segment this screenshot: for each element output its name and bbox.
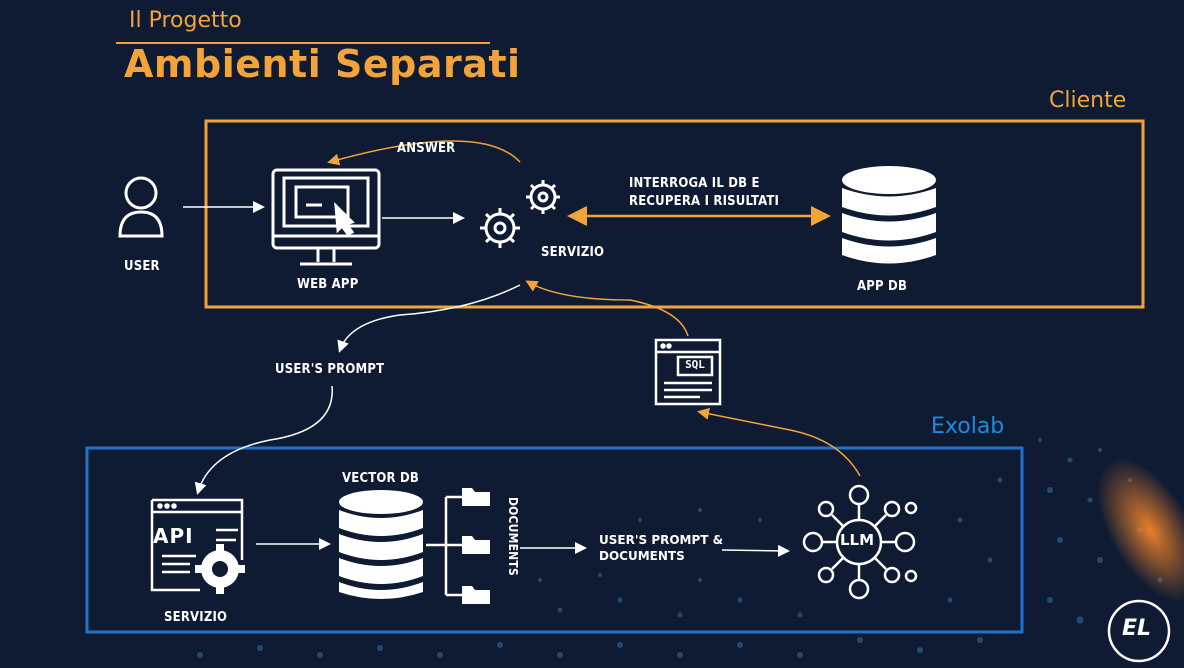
label-query-line2: RECUPERA I RISULTATI xyxy=(629,194,780,209)
region-box-exolab xyxy=(85,446,1024,634)
app-db-icon xyxy=(842,166,936,264)
arrow-to-users-prompt xyxy=(337,284,521,353)
label-servizio-top: SERVIZIO xyxy=(541,245,605,260)
title-divider xyxy=(116,42,490,44)
label-sql: SQL xyxy=(685,358,705,371)
label-users-prompt: USER'S PROMPT xyxy=(275,362,385,377)
llm-icon xyxy=(802,484,918,600)
folder-icons xyxy=(462,488,490,604)
label-user: USER xyxy=(124,259,160,274)
label-vector-db: VECTOR DB xyxy=(342,471,420,486)
region-box-cliente xyxy=(204,119,1145,309)
label-answer: ANSWER xyxy=(397,141,456,156)
page-title: Ambienti Separati xyxy=(124,42,521,86)
vector-db-icon xyxy=(339,490,423,599)
label-app-db: APP DB xyxy=(857,279,908,294)
sql-icon xyxy=(654,338,722,406)
user-icon xyxy=(118,176,164,238)
logo: EL xyxy=(1122,616,1152,641)
background-dots xyxy=(197,438,1163,658)
arrow-answer xyxy=(327,140,521,166)
label-documents: DOCUMENTS xyxy=(506,497,520,576)
gears-icon xyxy=(480,180,560,248)
arrow-llm-to-sql xyxy=(697,407,861,477)
monitor-icon xyxy=(271,168,381,266)
label-prompt-docs-line2: DOCUMENTS xyxy=(599,549,685,563)
arrow-to-api xyxy=(194,385,333,495)
region-label-cliente: Cliente xyxy=(1049,88,1127,113)
arrow-prompt-to-llm xyxy=(721,544,790,557)
label-prompt-docs-line1: USER'S PROMPT & xyxy=(599,533,724,547)
label-servizio-bottom: SERVIZIO xyxy=(164,610,228,625)
logo-circle xyxy=(1107,599,1171,663)
label-llm: LLM xyxy=(840,531,875,549)
region-label-exolab: Exolab xyxy=(931,414,1005,439)
label-api: API xyxy=(153,524,194,548)
documents-tree-icon xyxy=(426,495,462,597)
api-icon xyxy=(150,498,244,592)
arrow-sql-to-servizio xyxy=(525,280,689,337)
subtitle: Il Progetto xyxy=(129,8,242,33)
glow-decoration xyxy=(1097,457,1184,603)
label-query-line1: INTERROGA IL DB E xyxy=(629,176,760,191)
cog-icon xyxy=(195,544,245,594)
label-web-app: WEB APP xyxy=(297,277,359,292)
